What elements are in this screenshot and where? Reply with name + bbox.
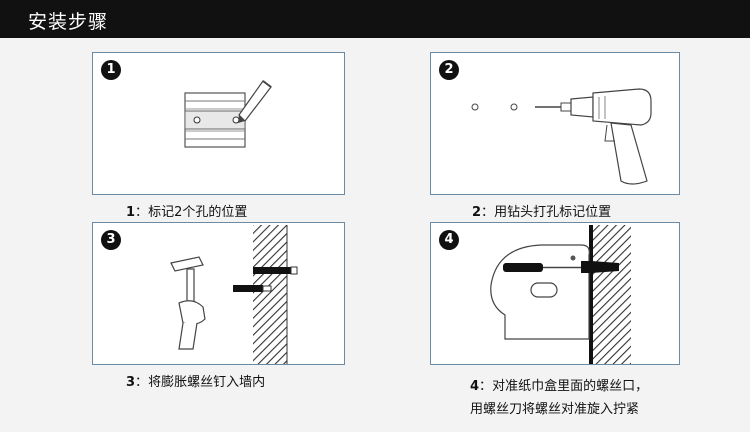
- step-4-caption: 4：对准纸巾盒里面的螺丝口，: [470, 375, 648, 394]
- step-3-text: 将膨胀螺丝钉入墙内: [148, 375, 266, 390]
- step-3-caption: 3：将膨胀螺丝钉入墙内: [126, 371, 265, 390]
- step-2-caption: 2：用钻头打孔标记位置: [472, 201, 611, 220]
- step-4-badge: 4: [439, 230, 459, 250]
- step-1-number: 1: [126, 205, 136, 220]
- step-4-text: 对准纸巾盒里面的螺丝口，: [492, 379, 649, 394]
- step-1-text: 标记2个孔的位置: [148, 205, 248, 220]
- screwdriver-box-illustration: [490, 225, 631, 364]
- step-1-panel: 1: [92, 52, 345, 195]
- step-4-separator: ：: [479, 379, 493, 394]
- step-4-panel: 4: [430, 222, 680, 365]
- step-4-number: 4: [470, 379, 480, 394]
- page-title: 安装步骤: [28, 11, 109, 33]
- step-1-caption: 1：标记2个孔的位置: [126, 201, 247, 220]
- step-3-number: 3: [126, 375, 136, 390]
- step-2-text: 用钻头打孔标记位置: [494, 205, 612, 220]
- header-bar: 安装步骤: [0, 0, 750, 38]
- step-4-caption-line2: 用螺丝刀将螺丝对准旋入拧紧: [470, 398, 639, 417]
- step-2-number: 2: [472, 205, 482, 220]
- drill-illustration: [471, 88, 652, 185]
- step-1-separator: ：: [135, 205, 149, 220]
- step-3-separator: ：: [135, 375, 149, 390]
- step-3-badge: 3: [101, 230, 121, 250]
- step-2-badge: 2: [439, 60, 459, 80]
- step-2-panel: 2: [430, 52, 680, 195]
- step-1-badge: 1: [101, 60, 121, 80]
- step-4-text-line2: 用螺丝刀将螺丝对准旋入拧紧: [470, 402, 640, 417]
- step-3-panel: 3: [92, 222, 345, 365]
- step-2-separator: ：: [481, 205, 495, 220]
- hammer-anchor-illustration: [170, 225, 298, 364]
- mark-holes-illustration: [184, 80, 272, 148]
